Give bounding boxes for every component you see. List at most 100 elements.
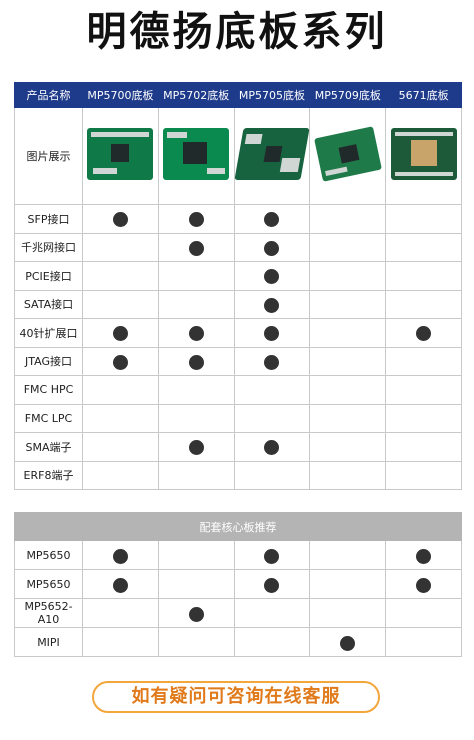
table-row: FMC HPC [14,375,462,405]
supported-dot-icon [264,577,280,593]
table-cell [233,375,311,405]
table-cell [82,460,159,490]
table-row: SFP接口 [14,204,462,234]
row-label: PCIE接口 [14,261,83,291]
table-cell [157,346,235,376]
table-row: SATA接口 [14,289,462,319]
table-cell [82,627,159,657]
header-product: 5671底板 [385,82,462,108]
row-label: 图片展示 [14,107,83,205]
table-cell [233,460,311,490]
table-cell [385,598,462,628]
table-cell [157,569,235,599]
table-cell [309,460,387,490]
table-cell [385,204,462,234]
supported-dot-icon [340,635,356,651]
table-cell [157,598,235,628]
supported-dot-icon [188,440,204,456]
table-cell [385,432,462,462]
row-label: SFP接口 [14,204,83,234]
table-cell [157,540,235,570]
table-cell [233,569,311,599]
table-row: MP5650 [14,540,462,570]
table-cell [385,627,462,657]
table-cell [233,261,311,291]
supported-dot-icon [264,440,280,456]
header-product: MP5700底板 [82,82,159,108]
table-cell [157,289,235,319]
table-cell [385,569,462,599]
table-row: 千兆网接口 [14,232,462,262]
table-cell [82,375,159,405]
table-row: PCIE接口 [14,261,462,291]
header-product: MP5702底板 [157,82,235,108]
row-label: FMC HPC [14,375,83,405]
table-cell [157,375,235,405]
table-row: 40针扩展口 [14,318,462,348]
table-cell [309,346,387,376]
table-cell [385,460,462,490]
table-cell [385,346,462,376]
supported-dot-icon [112,326,128,342]
table-cell [157,627,235,657]
table-cell [82,598,159,628]
table-cell [82,204,159,234]
supported-dot-icon [416,326,432,342]
table-cell [157,261,235,291]
supported-dot-icon [112,577,128,593]
table-cell [82,540,159,570]
supported-dot-icon [188,212,204,228]
table-row: FMC LPC [14,403,462,433]
table-row: MP5650 [14,569,462,599]
table-cell [385,289,462,319]
header-product-name: 产品名称 [14,82,83,108]
table-header-row: 产品名称 MP5700底板 MP5702底板 MP5705底板 MP5709底板… [14,82,462,108]
table-cell [82,289,159,319]
table-cell [233,204,311,234]
table-row: ERF8端子 [14,460,462,490]
table-cell [309,232,387,262]
table-row: MP5652- A10 [14,598,462,628]
board-photo-mp5705 [234,128,310,180]
table-cell [157,204,235,234]
table-cell [309,375,387,405]
table-cell [233,318,311,348]
table-cell [157,432,235,462]
row-label: SMA端子 [14,432,83,462]
table-cell [309,318,387,348]
table-cell [82,432,159,462]
table-cell [82,569,159,599]
supported-dot-icon [264,240,280,256]
image-row: 图片展示 [14,107,462,205]
table-cell [233,540,311,570]
row-label: SATA接口 [14,289,83,319]
core-board-header: 配套核心板推荐 [14,512,462,541]
table-cell [233,289,311,319]
table-cell [233,627,311,657]
board-photo-5671 [390,128,457,180]
row-label: 千兆网接口 [14,232,83,262]
table-cell [233,598,311,628]
board-photo-mp5702 [163,128,230,180]
supported-dot-icon [112,212,128,228]
table-cell [309,289,387,319]
row-label: MP5650 [14,540,83,570]
supported-dot-icon [264,297,280,313]
table-cell [157,232,235,262]
contact-support-button[interactable]: 如有疑问可咨询在线客服 [92,681,380,713]
table-cell [233,346,311,376]
table-cell [385,318,462,348]
table-cell [157,460,235,490]
table-cell [309,569,387,599]
supported-dot-icon [188,240,204,256]
table-cell [309,261,387,291]
table-cell [82,261,159,291]
table-cell [82,346,159,376]
table-cell [157,403,235,433]
table-cell [82,232,159,262]
board-photo-mp5700 [87,128,154,180]
supported-dot-icon [264,326,280,342]
supported-dot-icon [112,548,128,564]
